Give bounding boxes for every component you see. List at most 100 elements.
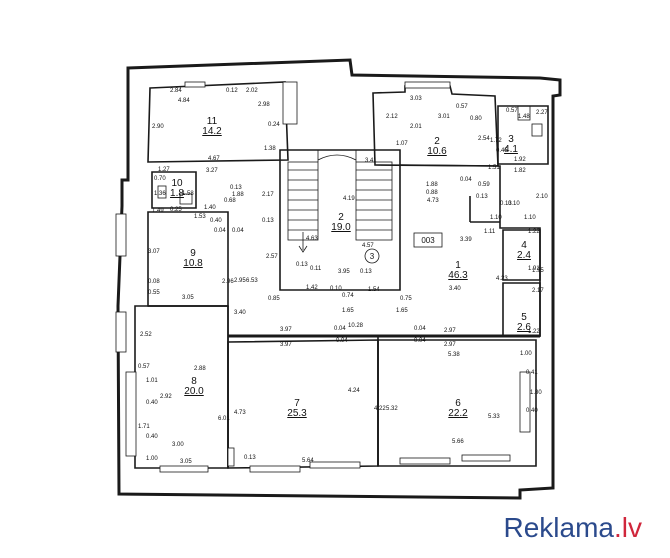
room-number: 7 [294,398,300,409]
room-number: 6 [455,398,461,409]
dimension-label: 2.10 [536,194,548,200]
dimension-label: 0.57 [506,108,518,114]
dimension-label: 2.52 [140,332,152,338]
dimension-label: 3.05 [180,459,192,465]
dimension-label: 0.10 [330,286,342,292]
room-area: 1.8 [170,188,184,199]
dimension-label: 1.88 [426,182,438,188]
room-area: 22.2 [448,408,468,419]
dimension-label: 3.40 [449,286,461,292]
dimension-label: 4.23 [496,276,508,282]
dimension-label: 2.54 [478,136,490,142]
window [399,457,451,465]
room-area: 46.3 [448,270,468,281]
room-number: 11 [207,116,218,127]
dimension-label: 0.13 [360,269,372,275]
dimension-label: 1.51 [488,165,500,171]
dimension-label: 3.05 [182,295,194,301]
dimension-label: 0.55 [148,290,160,296]
window [184,81,206,88]
dimension-label: 0.25 [170,207,182,213]
dimension-label: 1.11 [484,229,496,235]
dimension-label: 0.40 [526,408,538,414]
dimension-label: 3.01 [438,114,450,120]
stair-marker-circle [364,248,380,264]
room-number: 1 [455,260,461,271]
dimension-label: 1.01 [146,378,158,384]
dimension-label: 0.74 [342,293,354,299]
room-number: 2 [338,212,344,223]
dimension-label: 0.08 [148,279,160,285]
plan-tag-box [413,232,443,248]
dimension-label: 1.10 [490,215,502,221]
dimension-label: 0.13 [262,218,274,224]
dimension-label: 0.04 [460,177,472,183]
dimension-label: 2.95 [234,278,246,284]
dimension-label: 1.07 [396,141,408,147]
window [249,465,301,473]
room-3-wall [497,105,549,165]
room-number: 2 [434,136,440,147]
dimension-label: 1.49 [152,208,164,214]
window [519,371,531,433]
fixture [179,193,193,205]
dimension-label: 0.13 [500,201,512,207]
dimension-label: 1.91 [528,266,540,272]
dimension-label: 3.27 [206,168,218,174]
outer-wall [116,58,562,500]
dimension-label: 1.71 [138,424,150,430]
window [282,81,298,125]
window [115,311,127,353]
watermark-main: Reklama [503,512,614,543]
dimension-label: 5.32 [386,406,398,412]
dimension-label: 1.53 [194,214,206,220]
dimension-label: 0.13 [230,185,242,191]
dimension-label: 2.27 [536,110,548,116]
dimension-label: 0.04 [334,326,346,332]
dimension-label: 1.80 [530,390,542,396]
room-area: 20.0 [184,386,204,397]
room-area: 2.6 [517,322,531,333]
dimension-label: 1.48 [518,114,530,120]
fixture [157,185,167,199]
dimension-label: 4.24 [348,388,360,394]
fixture [517,105,531,121]
dimension-label: 2.97 [444,328,456,334]
dimension-label: 6.53 [246,278,258,284]
dimension-label: 3.03 [410,96,422,102]
window [125,371,137,457]
dimension-label: 2.92 [160,394,172,400]
window [309,461,361,469]
reklama-watermark: Reklama.lv [504,512,642,544]
dimension-label: 0.70 [154,176,166,182]
dimension-label: 2.98 [258,102,270,108]
dimension-label: 0.75 [400,296,412,302]
room-number: 8 [191,376,197,387]
room-4-wall [502,229,541,281]
dimension-label: 2.90 [152,124,164,130]
dimension-label: 1.40 [204,205,216,211]
dimension-label: 1.54 [368,287,380,293]
dimension-label: 0.13 [476,194,488,200]
dimension-label: 5.64 [302,458,314,464]
dimension-label: 0.04 [336,338,348,344]
dimension-label: 1.65 [342,308,354,314]
room-11-wall [147,81,289,163]
dimension-label: 0.04 [214,228,226,234]
room-number: 10 [171,178,183,189]
dimension-label: 0.13 [296,262,308,268]
room-number: 9 [190,248,196,259]
dimension-label: 1.36 [154,191,166,197]
room-area: 14.2 [202,126,222,137]
dimension-label: 0.41 [526,370,538,376]
dimension-label: 1.22 [528,329,540,335]
dimension-label: 0.40 [210,218,222,224]
room-area: 10.6 [427,146,447,157]
dimension-label: 1.22 [528,229,540,235]
fixture [531,123,543,137]
room-area: 25.3 [287,408,307,419]
dimension-label: 0.11 [310,266,322,272]
